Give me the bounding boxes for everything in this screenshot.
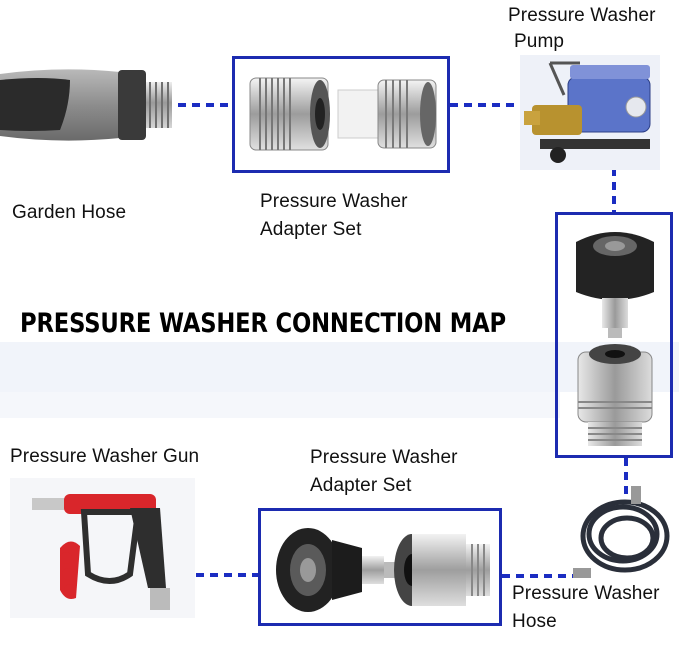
pressure-washer-gun-icon [10,478,195,618]
adapter-set-top-frame [232,56,450,173]
background-band-top [0,342,679,392]
connector-gun-to-adapter-bottom [196,573,260,577]
pressure-washer-pump-icon [520,55,660,170]
connector-pump-to-fittings [612,168,616,212]
hose-label-line2: Hose [512,611,557,632]
pressure-washer-hose-icon [565,484,675,584]
garden-hose-label: Garden Hose [12,202,127,223]
adapter-set-bottom-line2: Adapter Set [310,475,412,496]
pump-label-line2: Pump [514,31,565,52]
hose-label-line1: Pressure Washer [512,583,660,604]
connector-hose-to-adapter [178,103,232,107]
page-title: PRESSURE WASHER CONNECTION MAP [20,308,507,339]
hose-label: Pressure Washer Hose [512,580,679,636]
adapter-set-icon [246,70,442,160]
adapter-set-top-line1: Pressure Washer [260,191,408,212]
pump-label-line1: Pressure Washer [508,5,656,26]
adapter-set-bottom-frame [258,508,502,626]
connector-fittings-to-hose [624,458,628,498]
fittings-frame [555,212,673,458]
pump-label: Pressure Washer Pump [508,2,678,56]
quick-connect-fittings-icon [570,222,660,450]
garden-hose-icon [0,60,180,150]
connector-adapter-to-pump [450,103,522,107]
adapter-set-bottom-line1: Pressure Washer [310,447,458,468]
adapter-set-bottom-label: Pressure Washer Adapter Set [310,444,510,500]
adapter-set-top-line2: Adapter Set [260,219,362,240]
connector-hose-to-adapter-bottom [502,574,580,578]
gun-label: Pressure Washer Gun [10,446,200,467]
adapter-set-top-label: Pressure Washer Adapter Set [260,188,460,244]
background-band-bottom [0,388,560,418]
adapter-set-icon [272,522,494,618]
